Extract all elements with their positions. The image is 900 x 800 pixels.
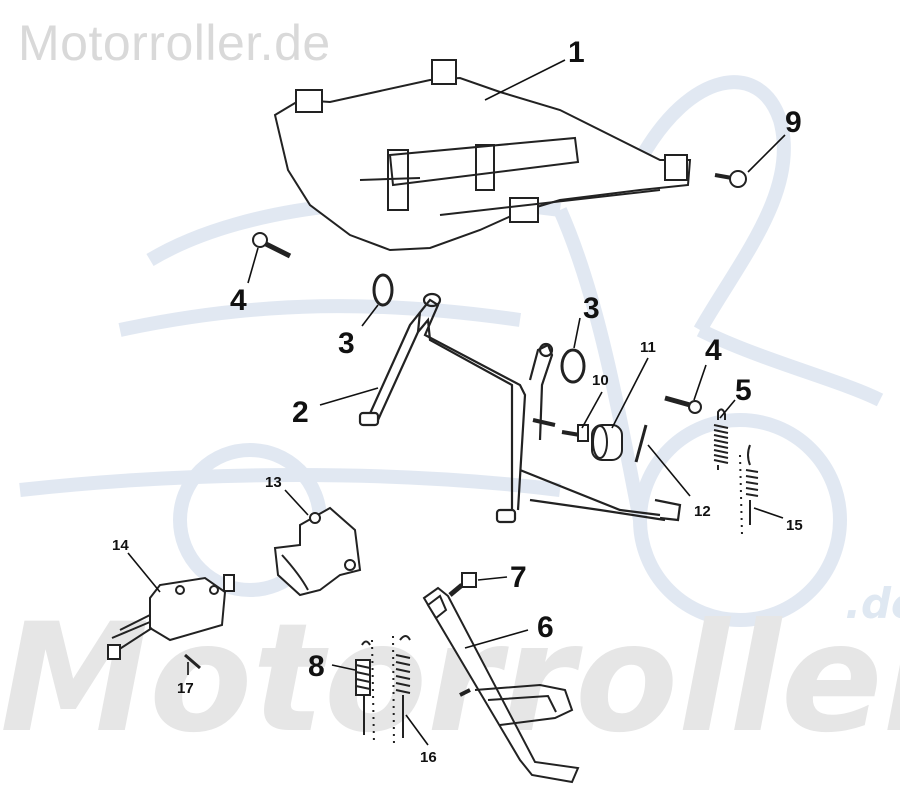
callout-4a: 4 xyxy=(230,284,247,317)
part-spring-15 xyxy=(739,444,759,536)
part-bushing-10 xyxy=(561,424,589,442)
callout-6: 6 xyxy=(537,611,554,644)
part-spring-16 xyxy=(392,635,411,749)
callout-13: 13 xyxy=(265,474,282,491)
callout-11: 11 xyxy=(640,339,656,356)
part-switch-14 xyxy=(107,574,235,660)
part-pin-12 xyxy=(634,424,648,463)
part-screw-9 xyxy=(714,170,747,188)
part-spring-5 xyxy=(713,408,729,470)
scooter-logo-watermark xyxy=(19,75,884,627)
watermark-suffix: .de xyxy=(845,579,900,628)
callout-15: 15 xyxy=(786,517,803,534)
part-bolt-7 xyxy=(448,572,477,597)
part-bolt-4b xyxy=(664,395,702,414)
callout-2: 2 xyxy=(292,396,309,429)
part-washer-3a xyxy=(372,273,394,307)
callout-5: 5 xyxy=(735,374,752,407)
callout-labels: 1 2 3 3 4 4 5 6 7 8 9 10 11 12 13 14 15 … xyxy=(112,36,803,766)
callout-3a: 3 xyxy=(338,327,355,360)
callout-12: 12 xyxy=(694,503,711,520)
callout-10: 10 xyxy=(592,372,609,389)
callout-14: 14 xyxy=(112,537,129,554)
part-washer-3b xyxy=(560,348,586,384)
callout-7: 7 xyxy=(510,561,527,594)
watermark-top-text: Motorroller.de xyxy=(18,15,331,71)
callout-3b: 3 xyxy=(583,292,600,325)
part-clip-17 xyxy=(184,653,201,670)
part-under-cover xyxy=(273,59,692,252)
part-stopper-11 xyxy=(591,424,623,461)
callout-1: 1 xyxy=(568,36,585,69)
callout-4b: 4 xyxy=(705,334,722,367)
part-bracket-13 xyxy=(273,506,362,597)
part-spring-8 xyxy=(355,639,375,746)
callout-17: 17 xyxy=(177,680,194,697)
callout-9: 9 xyxy=(785,106,802,139)
callout-16: 16 xyxy=(420,749,437,766)
callout-8: 8 xyxy=(308,650,325,683)
leader-lines xyxy=(127,59,786,746)
part-main-stand xyxy=(358,292,682,524)
part-side-stand xyxy=(422,586,580,784)
part-bolt-4a xyxy=(252,232,292,259)
